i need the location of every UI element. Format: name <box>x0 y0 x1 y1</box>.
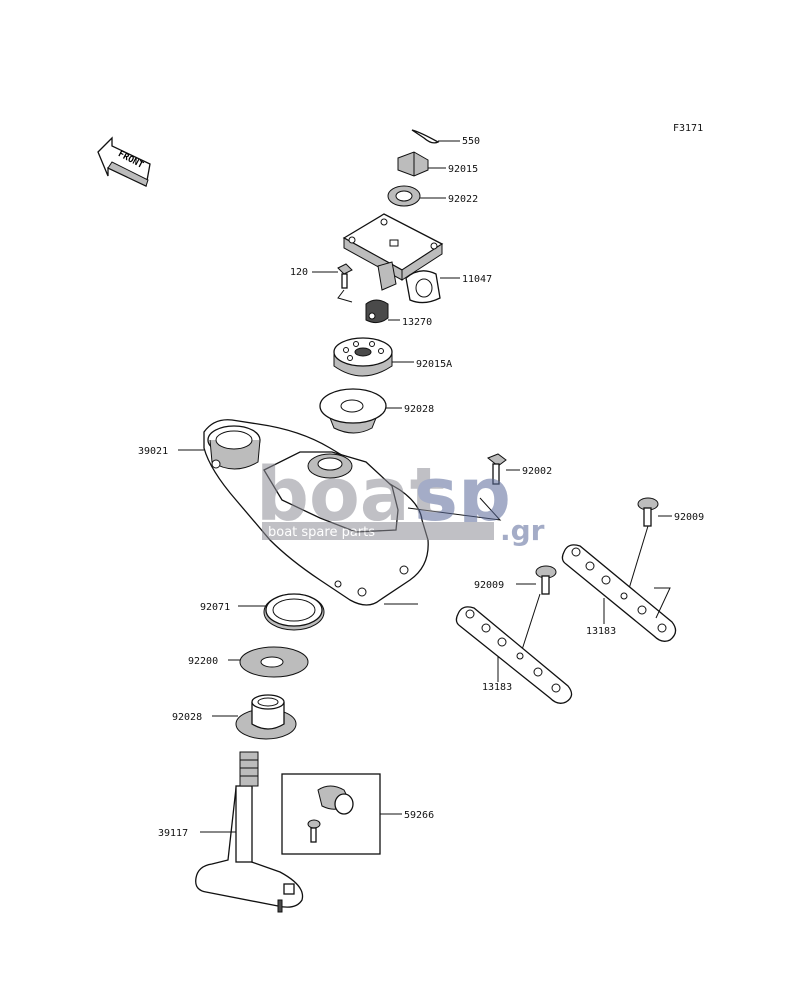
ball-joint-kit-59266[interactable]: 59266 <box>281 773 434 855</box>
seal-ring-92071[interactable]: 92071 <box>200 593 325 631</box>
part-label-92009-left: 92009 <box>474 580 504 591</box>
part-label-11047: 11047 <box>462 274 492 285</box>
watermark-tld: .gr <box>500 514 545 547</box>
part-label-92028-top: 92028 <box>404 404 434 415</box>
part-label-550: 550 <box>462 136 480 147</box>
part-label-120: 120 <box>290 267 308 278</box>
bolt-120[interactable]: 120 <box>290 263 353 303</box>
washer-92200[interactable]: 92200 <box>188 646 309 678</box>
part-label-92015a: 92015A <box>416 359 452 370</box>
figure-id: F3171 <box>673 123 703 134</box>
part-label-92071: 92071 <box>200 602 230 613</box>
part-label-39021: 39021 <box>138 446 168 457</box>
front-arrow-icon: FRONT <box>97 136 151 187</box>
bushing-92028-top[interactable]: 92028 <box>319 388 434 434</box>
bracket-11047[interactable]: 11047 <box>342 213 492 304</box>
part-label-13270: 13270 <box>402 317 432 328</box>
part-label-92015: 92015 <box>448 164 478 175</box>
cable-joint-13270[interactable]: 13270 <box>365 299 432 328</box>
part-label-39117: 39117 <box>158 828 188 839</box>
part-label-92028-bottom: 92028 <box>172 712 202 723</box>
bushing-92028-bottom[interactable]: 92028 <box>172 694 297 740</box>
rubber-mount-92015a[interactable]: 92015A <box>333 337 452 377</box>
steering-shaft-39117[interactable]: 39117 <box>158 751 304 913</box>
part-label-92002: 92002 <box>522 466 552 477</box>
washer-92022[interactable]: 92022 <box>387 185 478 207</box>
plate-13183-right[interactable]: 13183 <box>561 544 677 642</box>
part-label-92200: 92200 <box>188 656 218 667</box>
plate-13183-left[interactable]: 13183 <box>455 606 573 704</box>
part-label-13183-left: 13183 <box>482 682 512 693</box>
screw-92009-right[interactable]: 92009 <box>627 497 704 593</box>
castle-nut-92015[interactable]: 92015 <box>397 151 478 177</box>
watermark: boat sp .gr boat spare parts <box>256 452 545 547</box>
steering-housing-39021[interactable]: 39021 <box>138 419 502 606</box>
bolt-92002[interactable]: 92002 <box>487 453 552 485</box>
part-label-92022: 92022 <box>448 194 478 205</box>
screw-92009-left[interactable]: 92009 <box>474 565 557 657</box>
part-label-59266: 59266 <box>404 810 434 821</box>
part-label-13183-right: 13183 <box>586 626 616 637</box>
cotter-pin-550[interactable]: 550 <box>411 129 480 147</box>
part-label-92009-right: 92009 <box>674 512 704 523</box>
watermark-tagline: boat spare parts <box>268 525 375 540</box>
